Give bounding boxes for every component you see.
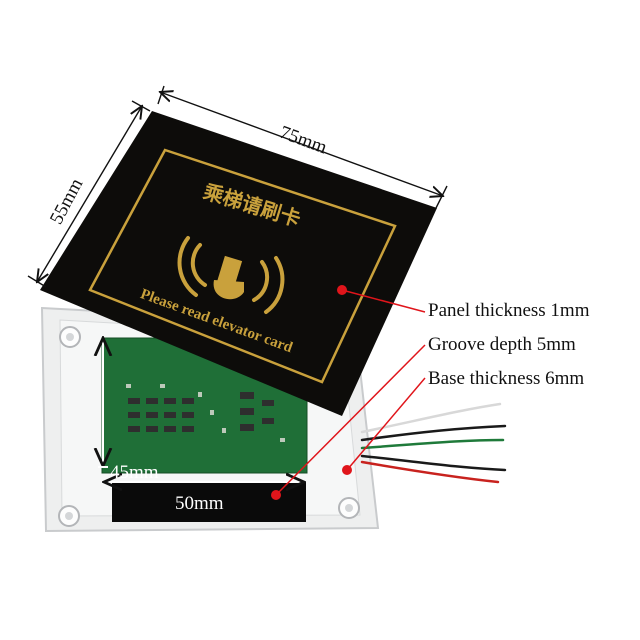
callout-leaders — [271, 285, 426, 500]
wires — [360, 402, 507, 484]
pcb-components — [128, 392, 274, 432]
pcb-height-label: 45mm — [110, 462, 159, 483]
panel-thickness-marker — [337, 285, 347, 295]
base-thickness-marker — [342, 465, 352, 475]
groove-depth-marker — [271, 490, 281, 500]
groove-depth-callout: Groove depth 5mm — [428, 334, 576, 355]
hand-card-icon — [213, 255, 244, 300]
rfid-wave-icon — [177, 236, 285, 314]
panel-thickness-callout: Panel thickness 1mm — [428, 300, 590, 321]
base-thickness-callout: Base thickness 6mm — [428, 368, 585, 389]
dimension-lines — [27, 85, 448, 482]
pcb-width-label: 50mm — [175, 493, 224, 514]
